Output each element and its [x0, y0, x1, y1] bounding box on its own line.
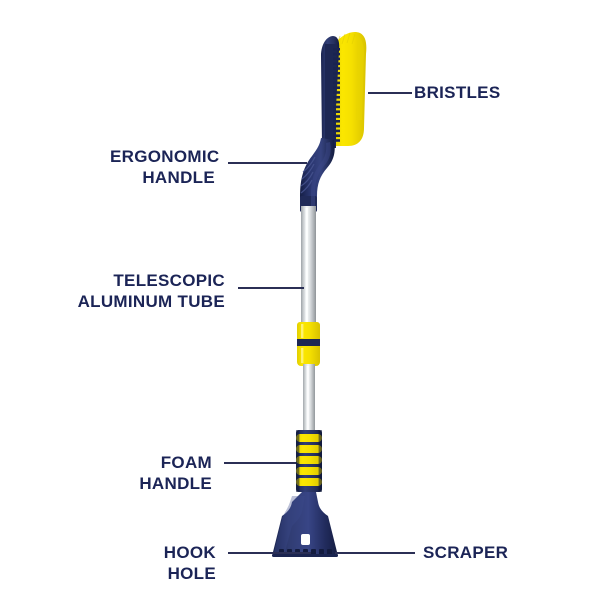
callout-label-bristles: BRISTLES: [414, 83, 501, 102]
lock-collar-highlight-2: [301, 348, 304, 363]
leader-line-foam-handle: [224, 462, 296, 464]
hook-hole: [301, 534, 310, 545]
bristle-block-shading: [352, 34, 364, 120]
foam-handle-shadow-left: [296, 430, 300, 492]
lock-collar-lower: [297, 346, 320, 366]
callout-label-scraper: SCRAPER: [423, 543, 509, 562]
brush-spine-body: [325, 44, 336, 148]
foam-handle-shadow-right: [318, 430, 322, 492]
ergonomic-handle-group: [300, 138, 335, 212]
upper-tube-highlight: [305, 208, 308, 322]
bristle-teeth: [333, 48, 340, 142]
leader-line-scraper: [335, 552, 415, 554]
lower-tube: [303, 364, 315, 432]
handle-finger-ridges: [300, 156, 316, 194]
scraper-blade: [272, 492, 338, 556]
foam-handle-ribs: [296, 434, 322, 486]
callout-label-foam-handle: FOAM HANDLE: [139, 453, 212, 493]
upper-tube-group: [301, 206, 316, 324]
lock-collar-highlight: [301, 324, 304, 338]
lock-collar-group: [297, 322, 320, 366]
callout-label-hook-hole: HOOK HOLE: [163, 543, 216, 583]
upper-tube: [301, 206, 316, 324]
lock-collar-band: [297, 339, 320, 346]
leader-line-ergonomic-handle: [228, 162, 307, 164]
leader-line-hook-hole: [228, 552, 311, 554]
brush-spine-group: [321, 36, 340, 148]
foam-handle-group: [296, 430, 322, 492]
scraper-highlight: [274, 496, 305, 552]
leader-line-bristles: [368, 92, 412, 94]
bristle-tip-texture: [336, 32, 356, 46]
lower-tube-group: [303, 364, 315, 432]
scraper-edge: [272, 554, 338, 557]
scraper-group: [272, 492, 338, 557]
callout-label-telescopic-aluminum-tube: TELESCOPIC ALUMINUM TUBE: [77, 271, 225, 311]
brush-head-group: [334, 32, 367, 146]
lower-tube-highlight: [306, 366, 309, 430]
callout-label-ergonomic-handle: ERGONOMIC HANDLE: [110, 147, 220, 187]
leader-line-telescopic-aluminum-tube: [238, 287, 304, 289]
lock-collar-upper: [297, 322, 320, 339]
handle-highlight: [311, 142, 331, 206]
